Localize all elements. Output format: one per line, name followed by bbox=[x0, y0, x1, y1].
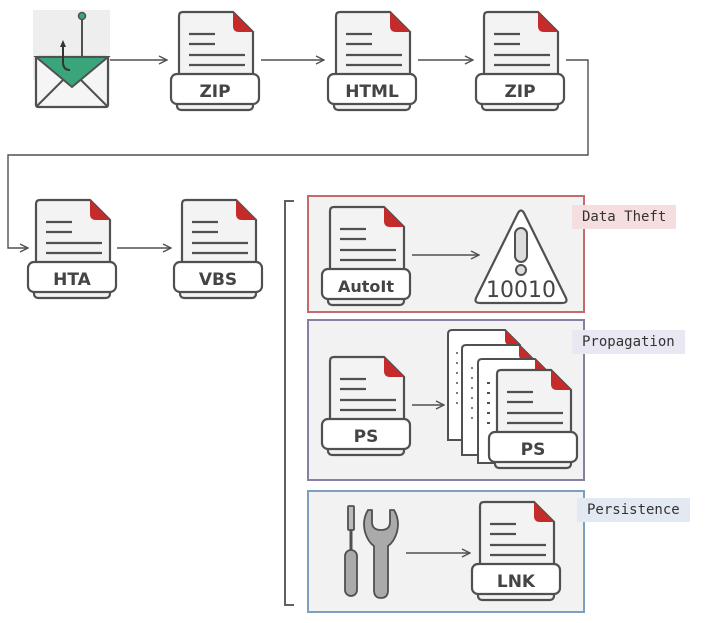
doc-label: HTML bbox=[345, 82, 399, 102]
doc-label: VBS bbox=[199, 270, 237, 290]
ps-file-icon: PS bbox=[320, 355, 412, 457]
data-theft-group: AutoIt 10010 bbox=[307, 195, 585, 313]
doc-label: HTA bbox=[53, 270, 92, 290]
propagation-group: PS bbox=[307, 319, 585, 481]
autoit-file-icon: AutoIt bbox=[320, 205, 412, 307]
zip-file-icon: ZIP bbox=[169, 10, 261, 112]
lnk-file-icon: LNK bbox=[470, 500, 562, 602]
arrow-zip-to-hta bbox=[7, 59, 589, 248]
ps-file-icon: PS bbox=[487, 368, 579, 470]
doc-label: LNK bbox=[497, 572, 536, 592]
doc-label: PS bbox=[354, 427, 379, 447]
doc-label: AutoIt bbox=[338, 277, 394, 296]
doc-label: PS bbox=[521, 440, 546, 460]
group-bracket bbox=[284, 200, 294, 606]
screwdriver-icon bbox=[344, 505, 358, 597]
vbs-file-icon: VBS bbox=[172, 198, 264, 300]
persistence-label: Persistence bbox=[577, 498, 690, 522]
tools-icon bbox=[344, 505, 399, 599]
doc-label: ZIP bbox=[199, 82, 230, 102]
data-theft-label: Data Theft bbox=[572, 205, 677, 229]
html-file-icon: HTML bbox=[326, 10, 418, 112]
phishing-email-icon bbox=[33, 10, 111, 109]
doc-label: ZIP bbox=[504, 82, 535, 102]
data-exfiltration-warning-icon: 10010 bbox=[474, 209, 568, 305]
hta-file-icon: HTA bbox=[26, 198, 118, 300]
persistence-group: LNK bbox=[307, 490, 585, 613]
zip-file-icon: ZIP bbox=[474, 10, 566, 112]
wrench-icon bbox=[363, 509, 399, 599]
ps-copies-stack-icon: PS bbox=[447, 329, 579, 470]
propagation-label: Propagation bbox=[572, 330, 685, 354]
binary-data-text: 10010 bbox=[486, 278, 556, 303]
